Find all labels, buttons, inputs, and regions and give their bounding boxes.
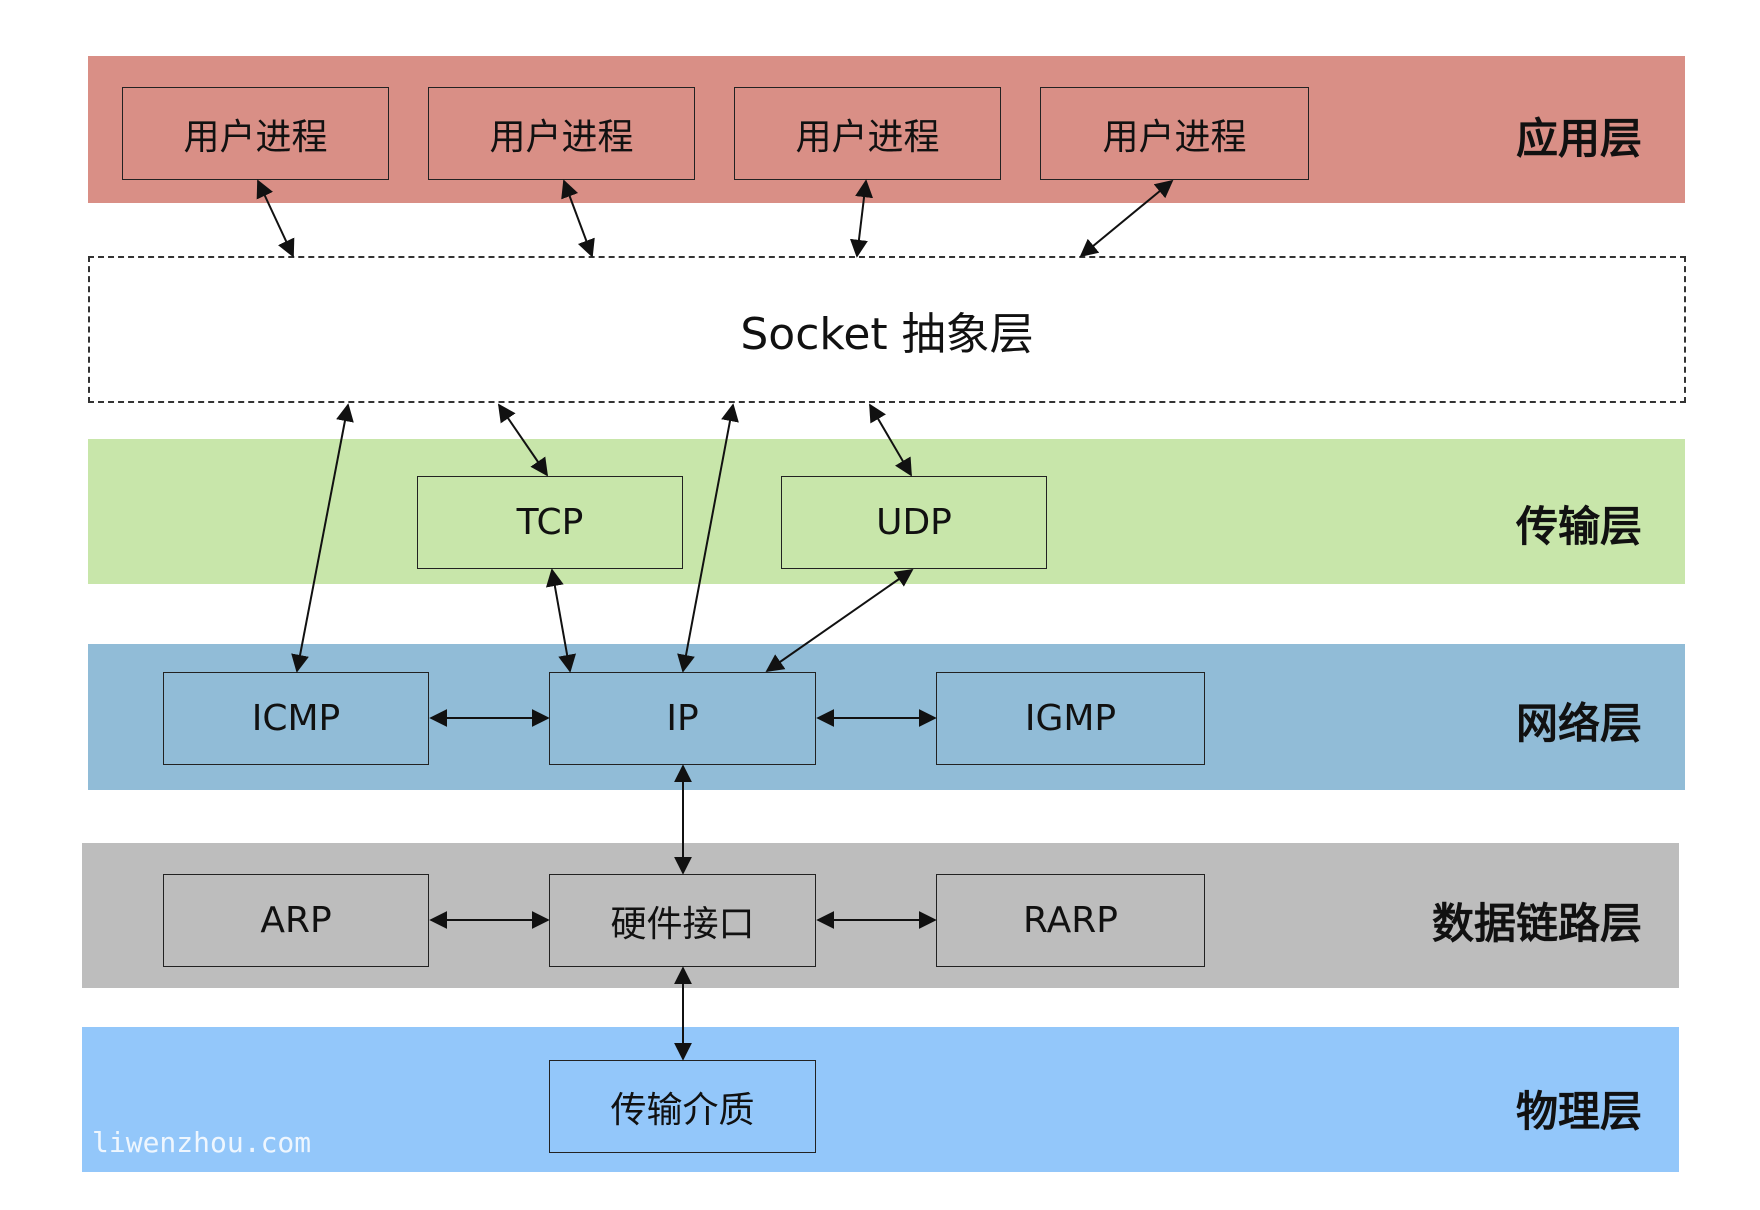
arrow-process3-socket — [849, 179, 874, 258]
physical-layer-band — [82, 1027, 1679, 1172]
socket-abstraction-layer: Socket 抽象层 — [88, 256, 1686, 403]
arrow-socket-ip — [677, 403, 739, 673]
tcp-box: TCP — [417, 476, 683, 569]
icmp-box: ICMP — [163, 672, 429, 765]
user-process-box-4: 用户进程 — [1040, 87, 1309, 180]
datalink-layer-label: 数据链路层 — [1431, 899, 1642, 948]
arrow-udp-ip — [765, 568, 914, 673]
arrow-socket-tcp — [497, 403, 549, 477]
udp-box: UDP — [781, 476, 1047, 569]
transport-layer-label: 传输层 — [1515, 502, 1642, 551]
arrow-process4-socket — [1079, 179, 1174, 258]
arrow-process2-socket — [561, 179, 595, 258]
igmp-box: IGMP — [936, 672, 1205, 765]
arp-box: ARP — [163, 874, 429, 967]
application-layer-band — [88, 56, 1685, 203]
watermark: liwenzhou.com — [92, 1126, 312, 1159]
arrow-process1-socket — [256, 179, 295, 258]
arrow-tcp-ip — [545, 568, 577, 673]
physical-layer-label: 物理层 — [1515, 1087, 1642, 1136]
user-process-box-2: 用户进程 — [428, 87, 695, 180]
arrow-socket-udp — [869, 403, 912, 477]
user-process-box-1: 用户进程 — [122, 87, 389, 180]
application-layer-label: 应用层 — [1515, 114, 1642, 163]
arrow-socket-icmp — [291, 403, 354, 673]
user-process-box-3: 用户进程 — [734, 87, 1001, 180]
network-layer-label: 网络层 — [1515, 699, 1642, 748]
